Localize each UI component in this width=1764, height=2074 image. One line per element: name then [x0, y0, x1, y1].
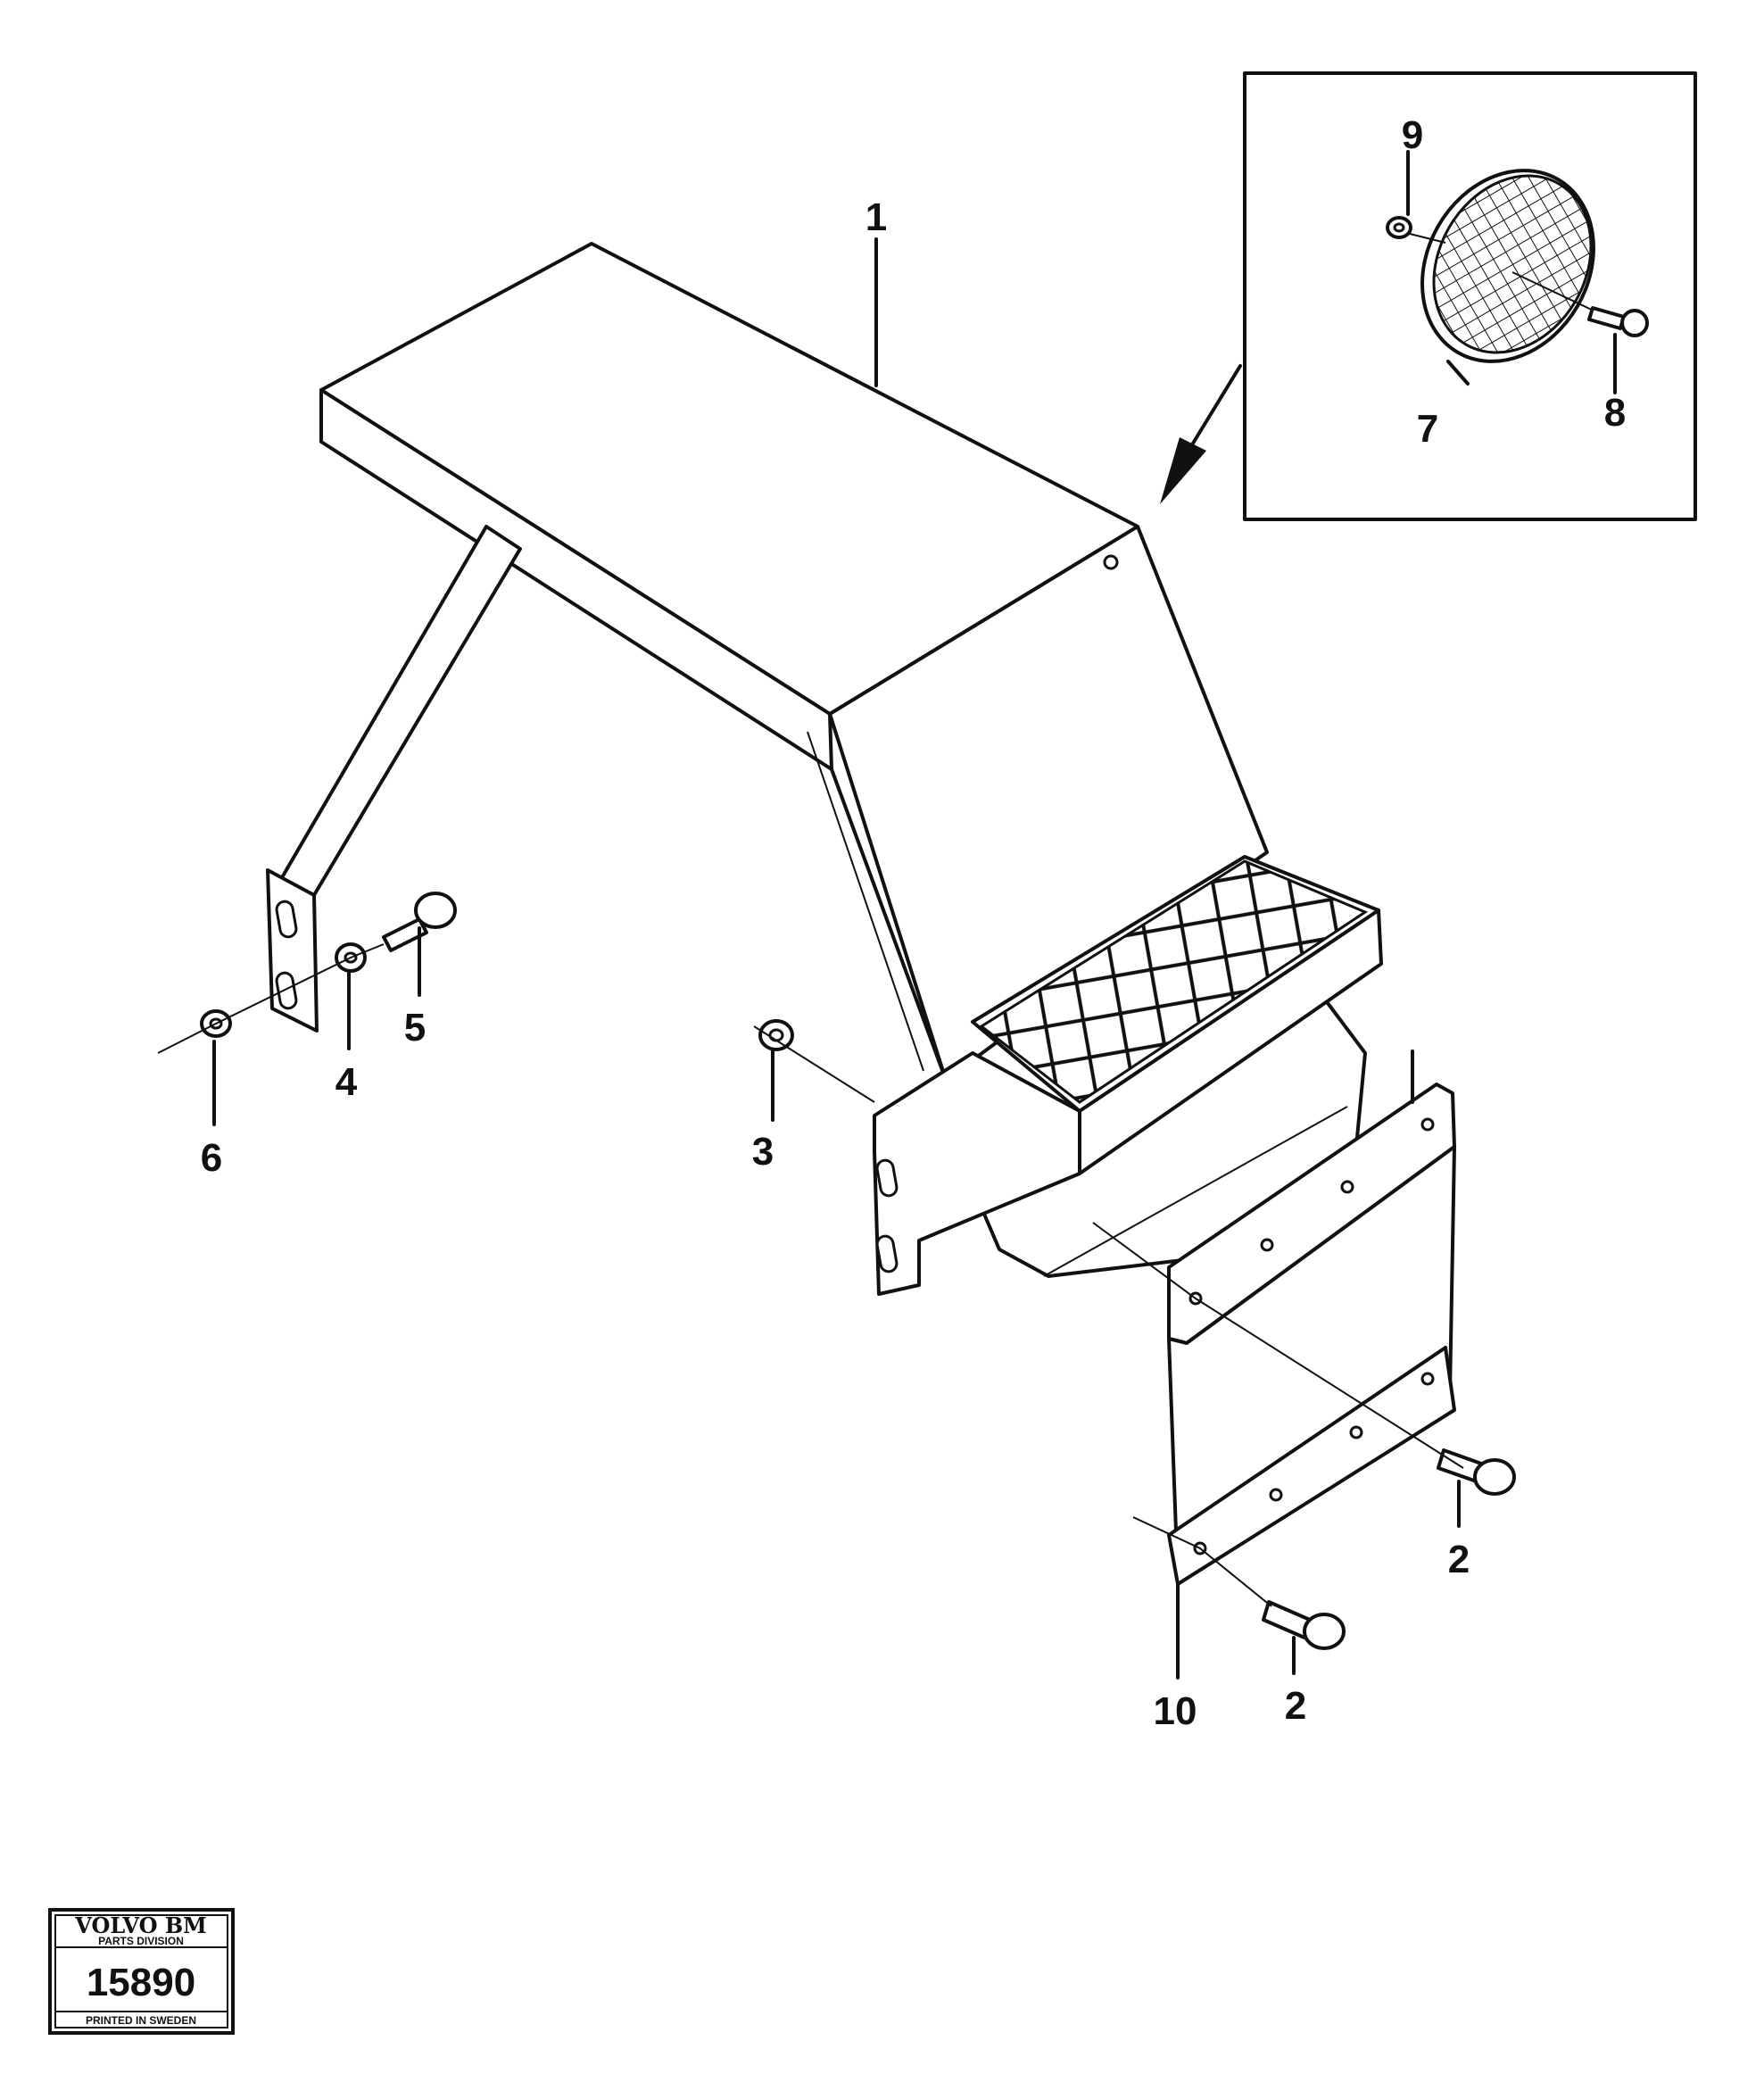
step — [873, 855, 1383, 1296]
reflector-screw — [1409, 233, 1649, 337]
fender — [319, 242, 1367, 1278]
callout-8: 8 — [1604, 391, 1626, 435]
support-strut — [266, 525, 522, 1033]
bolt-2-lower — [1262, 1600, 1346, 1650]
stamp-division: PARTS DIVISION — [98, 1935, 184, 1947]
volvo-bm-stamp: VOLVO BM PARTS DIVISION 15890 PRINTED IN… — [48, 1908, 235, 2035]
callout-10: 10 — [1154, 1689, 1197, 1733]
stamp-brand: VOLVO BM — [74, 1912, 206, 1938]
callout-3: 3 — [752, 1130, 774, 1174]
stamp-number: 15890 — [87, 1961, 195, 2004]
inset-arrow-shaft — [1189, 364, 1242, 448]
callout-1: 1 — [865, 195, 887, 239]
inset-frame — [1243, 71, 1697, 521]
detail-inset — [1160, 71, 1697, 521]
reflector — [1420, 169, 1595, 363]
nut-3 — [758, 1019, 794, 1051]
leader-lines — [157, 237, 1464, 1680]
callouts: 1 2 2 3 4 5 6 7 8 9 10 — [201, 113, 1626, 1733]
fender-mount-hole — [1103, 554, 1119, 570]
bolt-2-upper — [1437, 1448, 1516, 1496]
inset-arrow-head — [1160, 437, 1206, 504]
bolt-5 — [382, 892, 457, 952]
callout-9: 9 — [1402, 113, 1423, 157]
callout-4: 4 — [335, 1060, 358, 1104]
callout-2-lower: 2 — [1285, 1684, 1306, 1728]
callout-7: 7 — [1417, 407, 1438, 451]
callout-2-upper: 2 — [1448, 1538, 1470, 1581]
stamp-printed: PRINTED IN SWEDEN — [86, 2014, 196, 2027]
mud-flap — [1167, 1083, 1456, 1586]
callout-6: 6 — [201, 1136, 222, 1180]
reflector-nut — [1386, 216, 1412, 239]
callout-5: 5 — [404, 1006, 426, 1049]
